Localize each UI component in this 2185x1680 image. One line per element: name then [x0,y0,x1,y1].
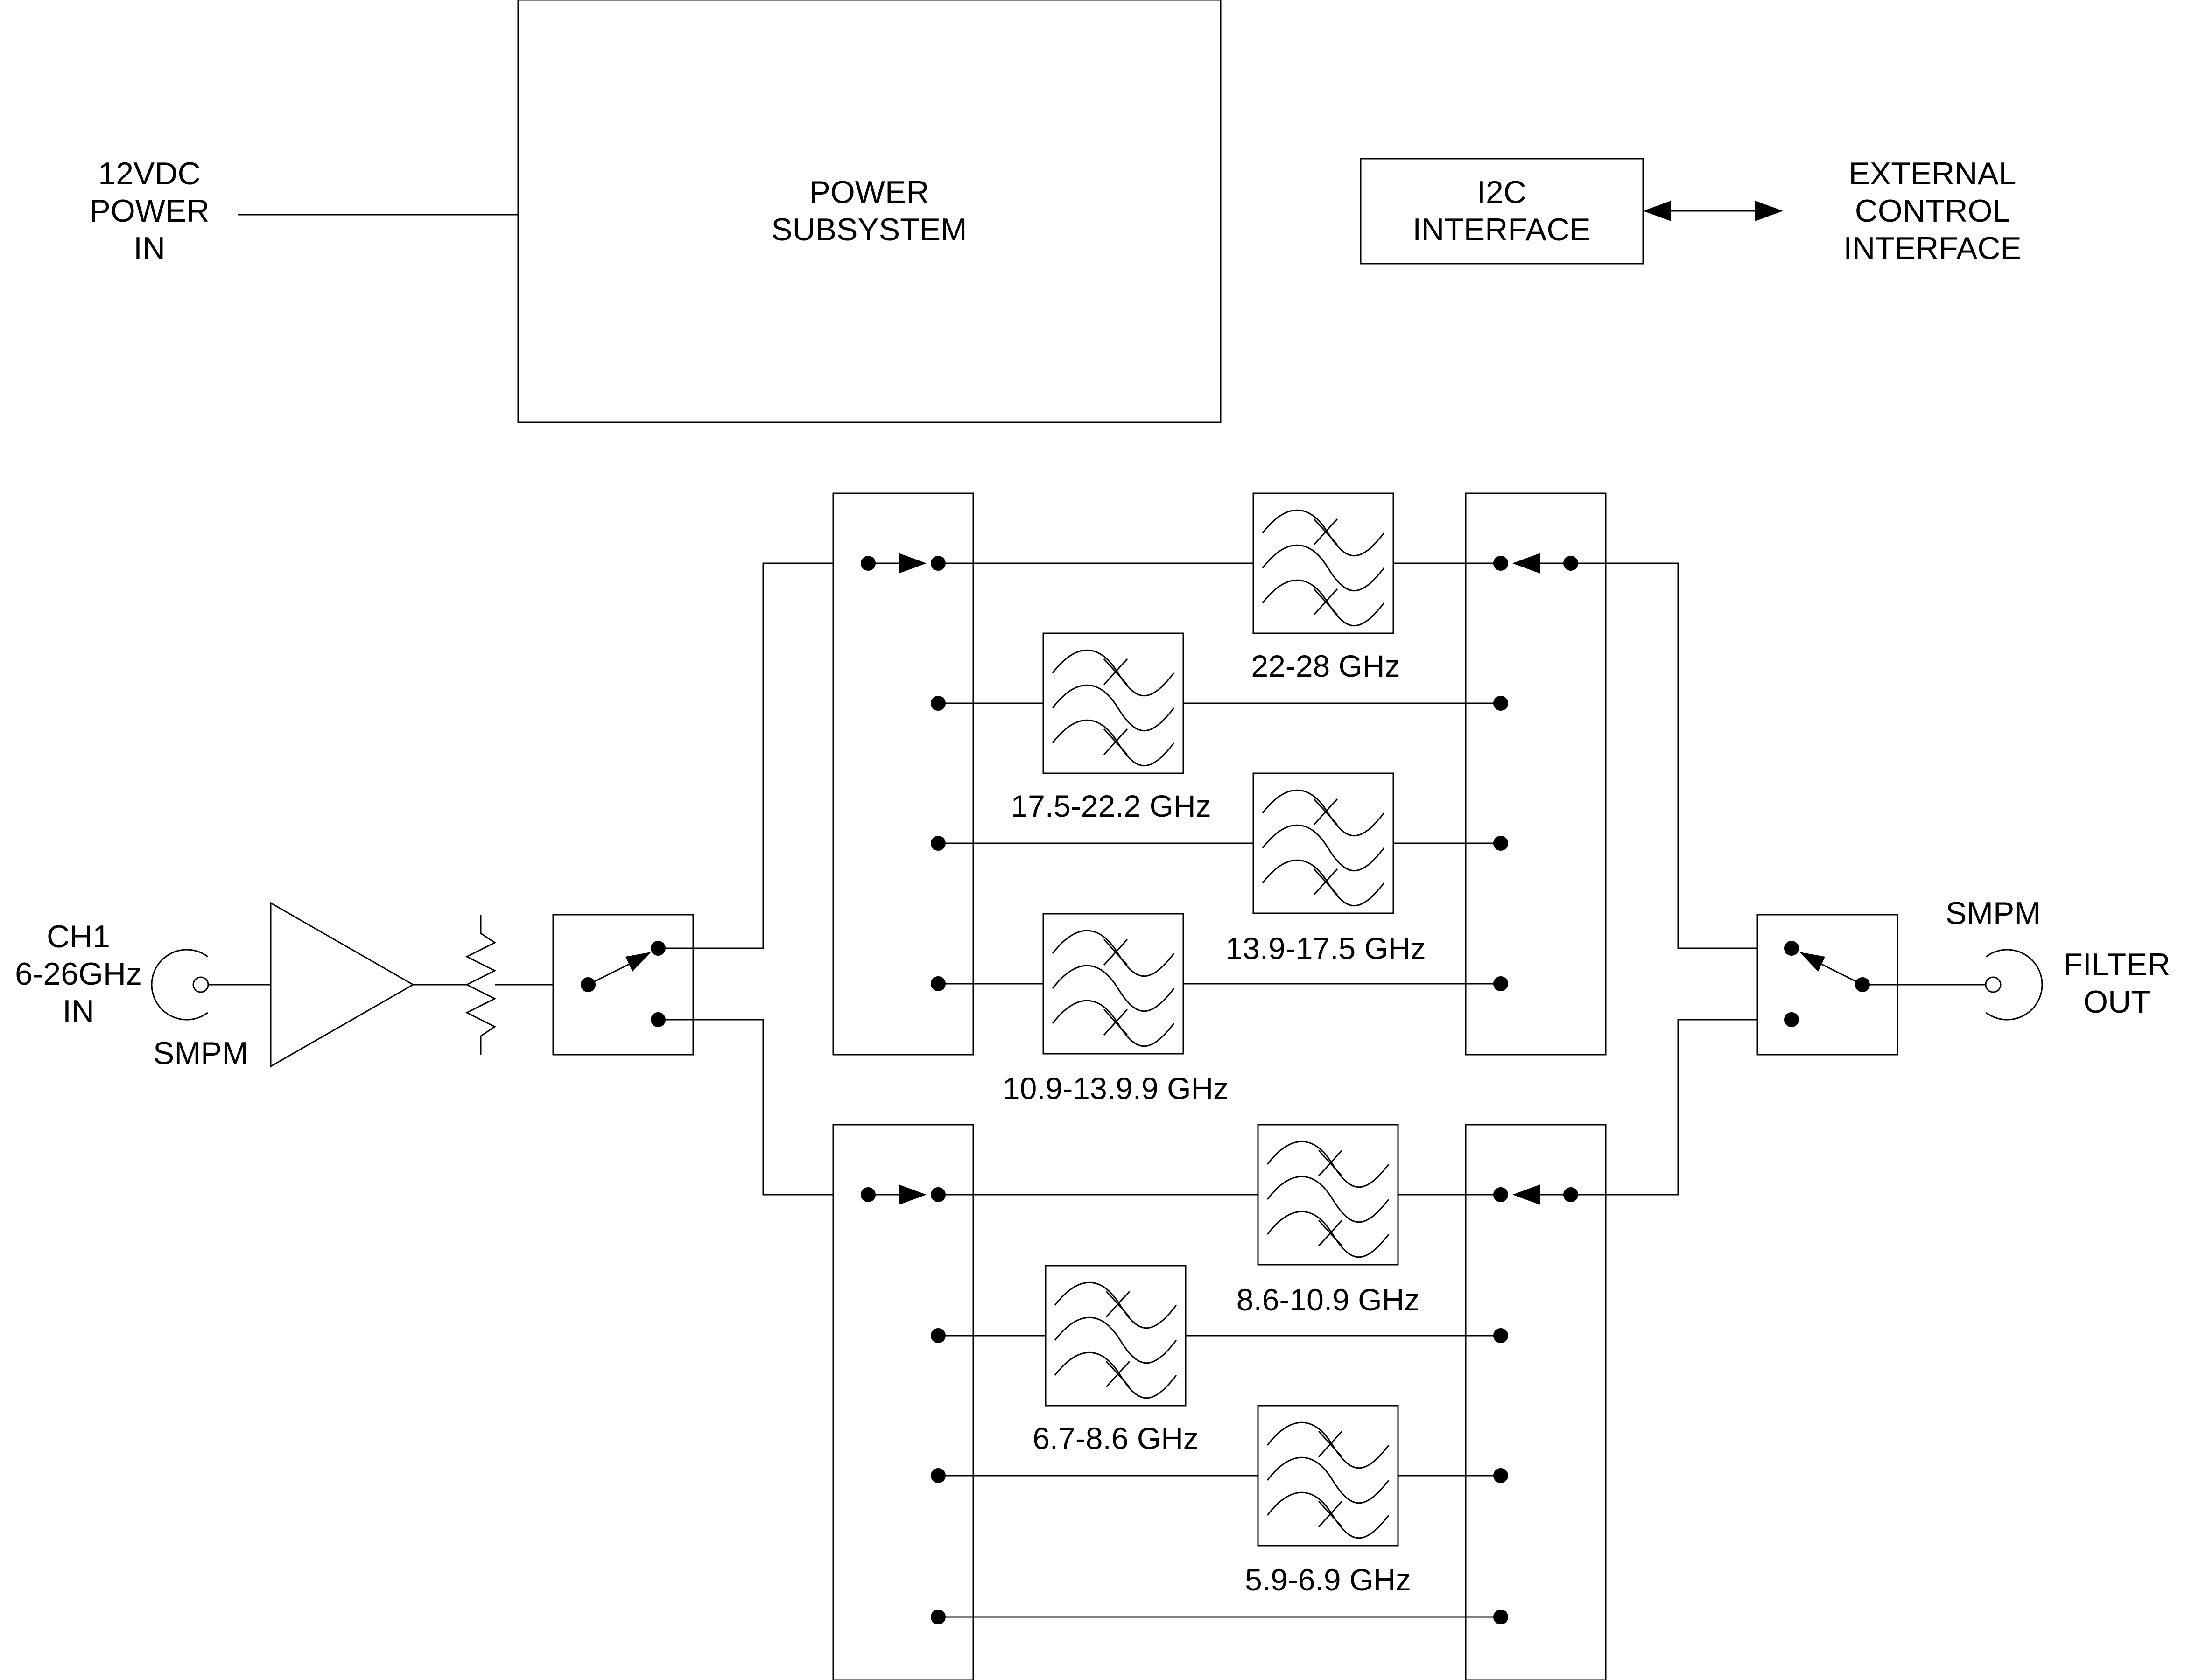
input-connector-label: SMPM [153,1036,248,1071]
filter-6-7-8-6-label: 6.7-8.6 GHz [1033,1421,1199,1456]
filter-13-9-17-5-icon [1252,772,1394,914]
svg-text:I2C: I2C [1477,175,1526,210]
upper-output-sp4t [1465,492,1607,1056]
power-in-label: 12VDC POWER IN [90,156,210,266]
filter-out-label: FILTER OUT [2063,947,2170,1020]
svg-text:EXTERNAL: EXTERNAL [1849,156,2016,191]
filter-17-5-22-2-label: 17.5-22.2 GHz [1011,789,1211,823]
lower-output-sp4t [1465,1124,1607,1680]
svg-text:12VDC: 12VDC [98,156,200,191]
input-switch [552,914,694,1056]
filter-5-9-6-9-icon [1257,1405,1399,1547]
svg-text:CH1: CH1 [47,919,110,954]
filter-13-9-17-5-label: 13.9-17.5 GHz [1225,931,1426,966]
filter-10-9-13-9-label: 10.9-13.9.9 GHz [1003,1071,1229,1106]
filter-5-9-6-9-label: 5.9-6.9 GHz [1245,1562,1411,1597]
filter-22-28-label: 22-28 GHz [1251,649,1400,683]
filter-6-7-8-6-icon [1045,1265,1187,1407]
upper-input-sp4t [832,492,974,1056]
power-subsystem-block: POWER SUBSYSTEM [517,0,1222,423]
filter-10-9-13-9-icon [1042,913,1184,1055]
filter-17-5-22-2-icon [1042,632,1184,774]
svg-text:SUBSYSTEM: SUBSYSTEM [771,212,967,247]
lower-input-sp4t [832,1124,974,1680]
ch1-input-label: CH1 6-26GHz IN [15,919,142,1029]
external-control-label: EXTERNAL CONTROL INTERFACE [1843,156,2022,266]
filter-8-6-10-9-icon [1257,1124,1399,1266]
svg-text:POWER: POWER [809,175,929,210]
svg-text:OUT: OUT [2083,984,2150,1020]
attenuator-icon [465,915,497,1055]
output-connector-label: SMPM [1946,896,2041,931]
bidirectional-arrow [1643,201,1783,221]
amplifier-icon [270,902,415,1068]
svg-text:INTERFACE: INTERFACE [1843,231,2022,266]
svg-text:6-26GHz: 6-26GHz [15,956,142,992]
svg-text:INTERFACE: INTERFACE [1412,212,1591,247]
svg-text:FILTER: FILTER [2063,947,2170,982]
output-connector-icon [1985,949,2043,1021]
svg-text:IN: IN [63,994,94,1029]
filter-8-6-10-9-label: 8.6-10.9 GHz [1237,1282,1420,1317]
input-connector-icon [151,949,209,1021]
filter-22-28-icon [1252,492,1394,634]
svg-text:POWER: POWER [90,193,210,229]
svg-text:CONTROL: CONTROL [1855,193,2010,229]
i2c-interface-block: I2C INTERFACE [1360,158,1644,265]
svg-text:IN: IN [133,231,165,266]
